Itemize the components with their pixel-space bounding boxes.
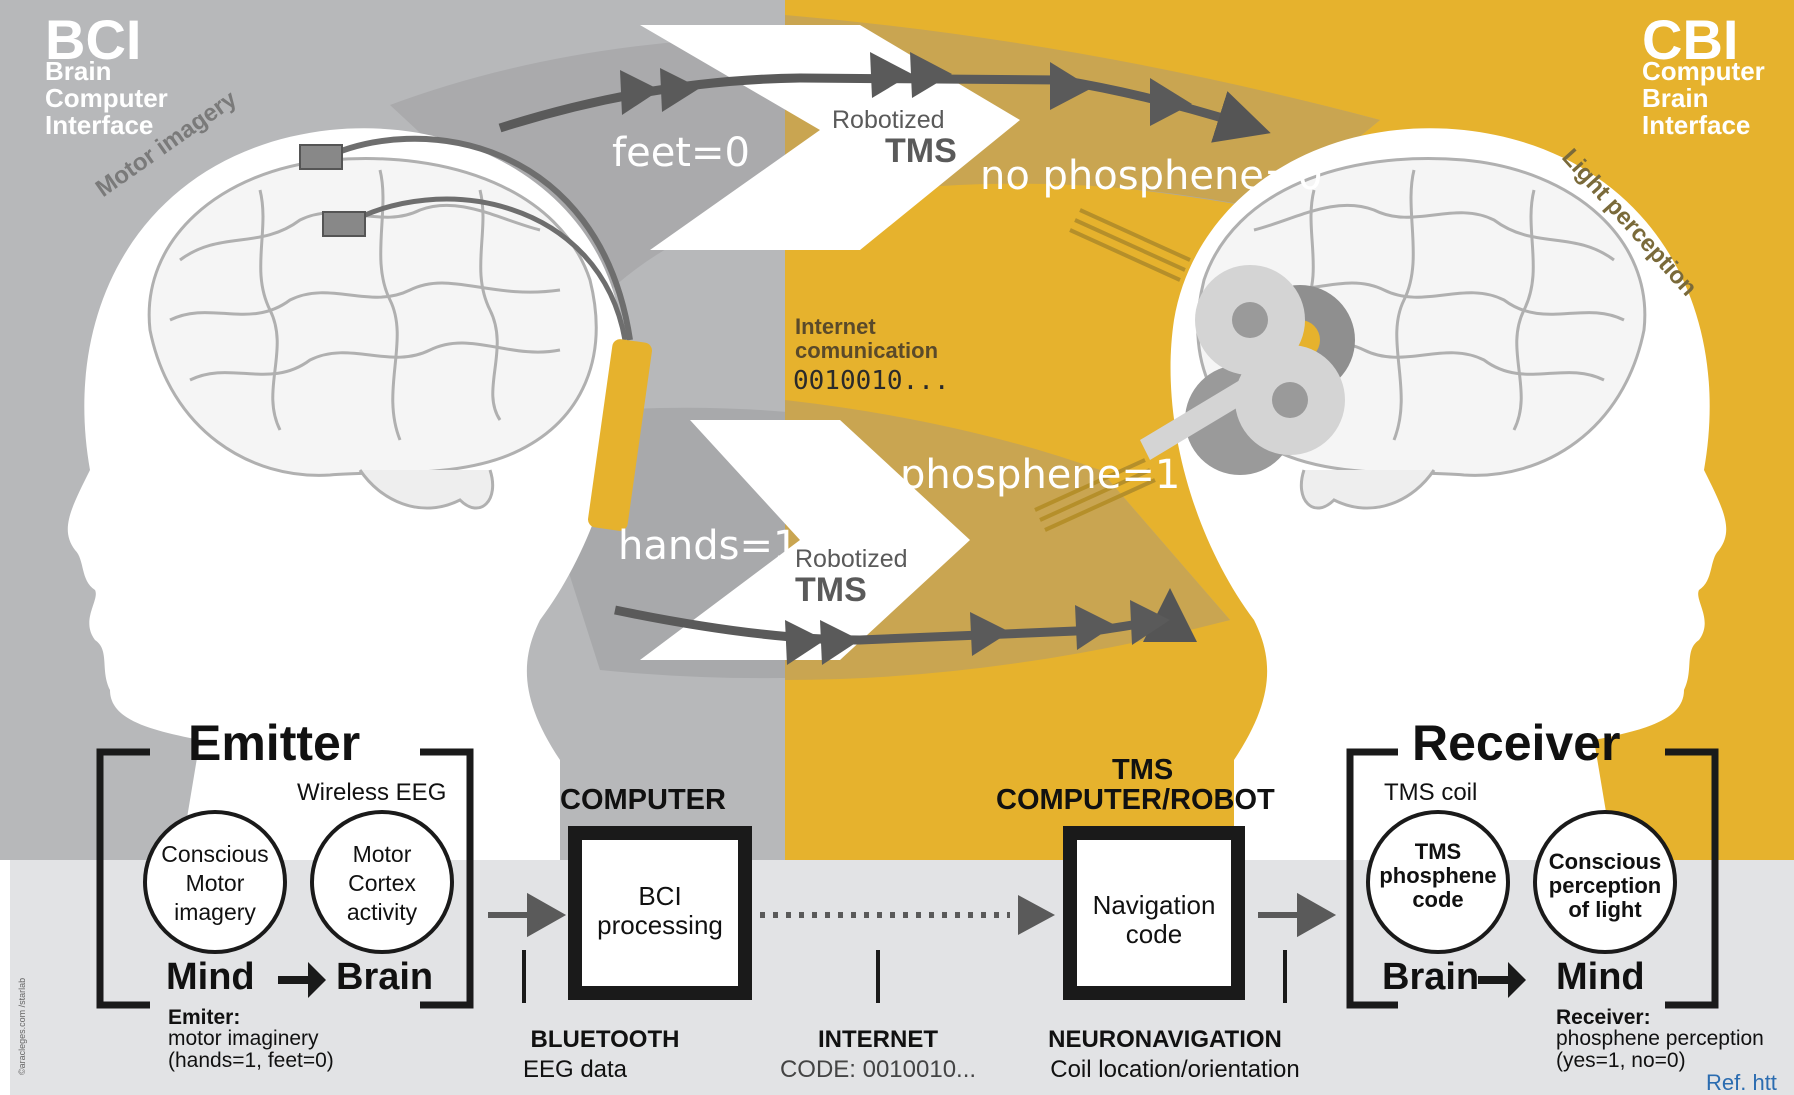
emitter-mind-label: Mind: [166, 956, 255, 998]
robotized-tms-bottom-line2: TMS: [795, 571, 867, 609]
internet-comm-code: 0010010...: [793, 366, 950, 396]
robotized-tms-top-line1: Robotized: [832, 106, 945, 134]
internet-sub-label: CODE: 0010010...: [779, 1056, 977, 1083]
computer-title: COMPUTER: [560, 784, 726, 816]
phosphene-label: phosphene=1: [900, 452, 1181, 498]
receiver-bracket: [1346, 748, 1398, 1009]
emitter-title: Emitter: [188, 715, 361, 771]
credit-text: ©aracleges.com /starlab: [17, 977, 27, 1075]
neuronavigation-sub-label: Coil location/orientation: [1050, 1056, 1300, 1083]
receiver-brain-label: Brain: [1382, 956, 1480, 998]
emitter-brain-label: Brain: [336, 956, 434, 998]
emitter-circle-2-text: Motor Cortex activity: [346, 841, 418, 925]
no-phosphene-label: no phosphene=0: [980, 153, 1323, 199]
bci-title: BCI: [45, 8, 142, 71]
internet-label: INTERNET: [818, 1026, 938, 1053]
cbi-subtitle: Computer Brain Interface: [1642, 56, 1765, 140]
emitter-circle-2: [310, 810, 454, 954]
eeg-electrode-1: [299, 144, 343, 170]
computer-box: [568, 826, 752, 1000]
bluetooth-sub-label: EEG data: [522, 1056, 628, 1083]
arrow-emitter-to-computer: [488, 892, 567, 938]
arrow-computer-to-receiver: [1258, 892, 1337, 938]
cbi-title: CBI: [1642, 8, 1739, 71]
neuronavigation-label: NEURONAVIGATION: [1048, 1026, 1282, 1053]
internet-comm-line1: Internet: [795, 314, 876, 339]
tms-coil-graphic: [1140, 265, 1355, 475]
receiver-note-body: phosphene perception (yes=1, no=0): [1556, 1027, 1764, 1072]
bluetooth-label: BLUETOOTH: [530, 1026, 680, 1053]
eeg-electrode-2: [322, 211, 366, 237]
left-brain: [147, 157, 598, 510]
tms-computer-box: [1063, 826, 1245, 1000]
receiver-mind-label: Mind: [1556, 956, 1645, 998]
emitter-circle-1-text: Conscious Motor imagery: [161, 841, 269, 925]
robotized-tms-top-line2: TMS: [885, 132, 957, 170]
tms-computer-box-text: Navigation code: [1092, 890, 1216, 949]
receiver-circle-1-text: TMS phosphene code: [1379, 839, 1497, 912]
tms-computer-title-1: TMS: [1112, 754, 1174, 786]
computer-box-text: BCI processing: [597, 881, 723, 940]
bottom-chevron: [640, 420, 970, 660]
hands-label: hands=1: [618, 523, 799, 569]
receiver-note-title: Receiver:: [1556, 1006, 1651, 1029]
emitter-bracket: [96, 748, 150, 1009]
robotized-tms-bottom-line1: Robotized: [795, 545, 908, 573]
emitter-note-title: Emiter:: [168, 1006, 241, 1029]
receiver-circle-2-text: Conscious perception of light: [1548, 849, 1662, 922]
emitter-note-body: motor imaginery (hands=1, feet=0): [168, 1027, 334, 1072]
tms-coil-label: TMS coil: [1384, 779, 1478, 806]
wireless-eeg-label: Wireless EEG: [297, 779, 447, 806]
tms-computer-title-2: COMPUTER/ROBOT: [996, 784, 1275, 816]
receiver-circle-1: [1366, 810, 1510, 954]
bci-subtitle: Brain Computer Interface: [45, 56, 168, 140]
internet-comm-line2: comunication: [795, 338, 939, 363]
feet-label: feet=0: [612, 130, 750, 176]
receiver-title: Receiver: [1412, 715, 1621, 771]
eeg-amplifier: [588, 339, 652, 531]
ref-link[interactable]: Ref. htt: [1706, 1070, 1777, 1095]
emitter-circle-1: [143, 810, 287, 954]
receiver-circle-2: [1533, 810, 1677, 954]
eeg-cable: [318, 135, 633, 341]
